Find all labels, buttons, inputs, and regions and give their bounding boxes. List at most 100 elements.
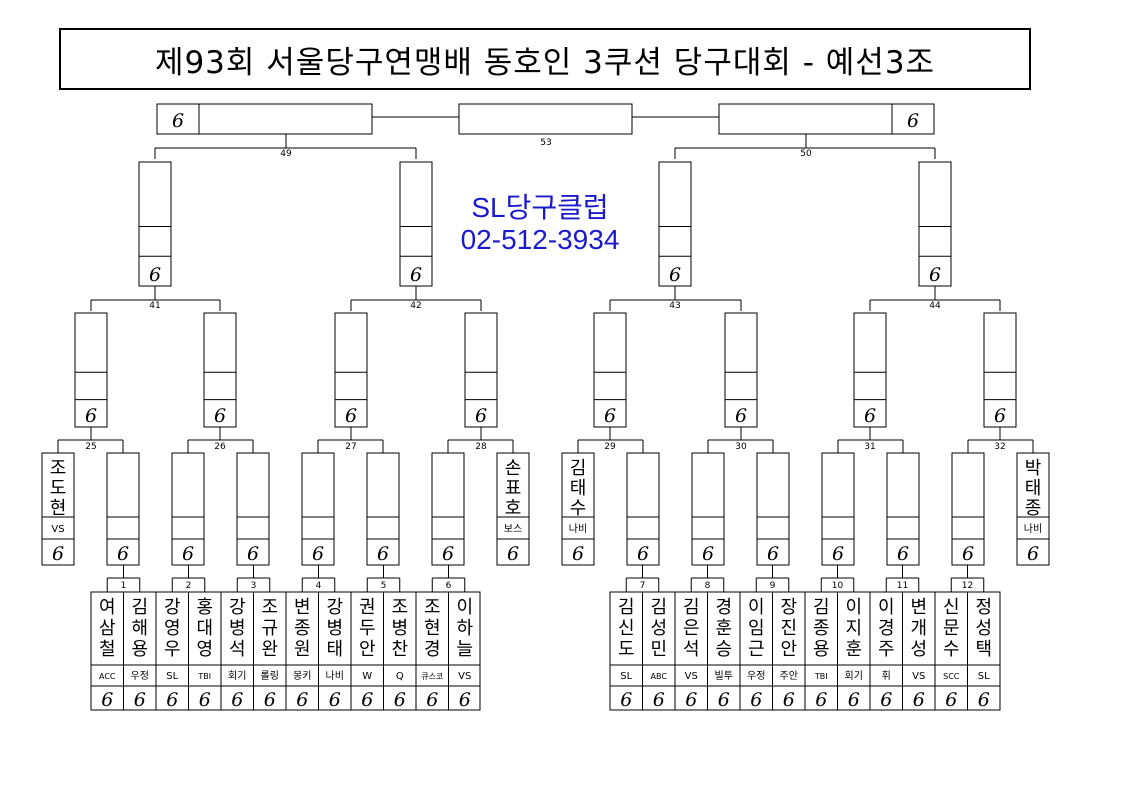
player-name: 정 bbox=[975, 597, 992, 618]
player-name: 임 bbox=[748, 618, 765, 639]
round16-slot-5 bbox=[593, 312, 627, 428]
opening-winner-slot-8 bbox=[691, 452, 725, 566]
match-number-r2: 26 bbox=[214, 442, 226, 452]
quarter-slot-4-score: 6 bbox=[929, 264, 941, 286]
bye-player-name: 조 bbox=[50, 458, 67, 479]
player-name: 이 bbox=[456, 597, 473, 618]
match-number-r4: 28 bbox=[475, 442, 487, 452]
player-name: 훈 bbox=[715, 618, 732, 639]
player-name: 도 bbox=[618, 639, 635, 660]
bye-slot-1 bbox=[41, 452, 75, 566]
player-club: SCC bbox=[943, 672, 960, 681]
player-name: 석 bbox=[229, 639, 246, 660]
player-name: 지 bbox=[845, 618, 862, 639]
player-score: 6 bbox=[685, 689, 697, 711]
match-number-opening: 1 bbox=[121, 581, 127, 591]
player-score: 6 bbox=[329, 689, 341, 711]
bye-score: 6 bbox=[52, 543, 64, 565]
match-number-opening: 8 bbox=[705, 581, 711, 591]
player-score: 6 bbox=[199, 689, 211, 711]
player-name: 늘 bbox=[456, 639, 473, 660]
player-name: 경 bbox=[424, 639, 441, 660]
player-score: 6 bbox=[880, 689, 892, 711]
player-name: 택 bbox=[975, 639, 992, 660]
player-club: VS bbox=[912, 671, 925, 682]
player-score: 6 bbox=[718, 689, 730, 711]
player-name: 찬 bbox=[391, 639, 408, 660]
player-name: 두 bbox=[359, 618, 376, 639]
player-club: VS bbox=[458, 671, 471, 682]
player-name: 김 bbox=[618, 597, 635, 618]
player-name: 김 bbox=[650, 597, 667, 618]
player-name: 홍 bbox=[196, 597, 213, 618]
player-score: 6 bbox=[426, 689, 438, 711]
title-box: 제93회 서울당구연맹배 동호인 3쿠션 당구대회 - 예선3조 bbox=[59, 28, 1031, 90]
bye-player-name: 태 bbox=[570, 478, 587, 499]
player-name: 은 bbox=[683, 618, 700, 639]
player-club: 주안 bbox=[780, 670, 798, 682]
player-club: 나비 bbox=[326, 670, 344, 682]
match-number-opening: 2 bbox=[186, 581, 192, 591]
player-score: 6 bbox=[783, 689, 795, 711]
player-score: 6 bbox=[231, 689, 243, 711]
player-score: 6 bbox=[978, 689, 990, 711]
round16-slot-5-score: 6 bbox=[604, 405, 616, 427]
player-name: 해 bbox=[131, 618, 148, 639]
player-name: 철 bbox=[99, 639, 116, 660]
bye-slot-3 bbox=[561, 452, 595, 566]
page-title: 제93회 서울당구연맹배 동호인 3쿠션 당구대회 - 예선3조 bbox=[154, 44, 936, 81]
bye-score: 6 bbox=[507, 543, 519, 565]
opening-winner-slot-10 bbox=[821, 452, 855, 566]
player-name: 대 bbox=[196, 618, 213, 639]
bye-player-name: 태 bbox=[1025, 478, 1042, 499]
player-club: ABC bbox=[651, 672, 668, 681]
player-score: 6 bbox=[848, 689, 860, 711]
opening-winner-score: 6 bbox=[832, 543, 844, 565]
bye-player-club: 나비 bbox=[1024, 523, 1042, 535]
quarter-slot-4 bbox=[918, 161, 952, 287]
player-name: 김 bbox=[131, 597, 148, 618]
player-name: 삼 bbox=[99, 618, 116, 639]
match-number-r7: 31 bbox=[864, 442, 875, 452]
round16-slot-7-score: 6 bbox=[864, 405, 876, 427]
opening-winner-score: 6 bbox=[767, 543, 779, 565]
player-name: 조 bbox=[261, 597, 278, 618]
player-name: 신 bbox=[618, 618, 635, 639]
player-name: 종 bbox=[813, 618, 830, 639]
player-name: 안 bbox=[359, 639, 376, 660]
player-score: 6 bbox=[394, 689, 406, 711]
bye-score: 6 bbox=[1027, 543, 1039, 565]
player-club: SL bbox=[978, 671, 990, 682]
opening-winner-slot-3 bbox=[236, 452, 270, 566]
player-name: 경 bbox=[878, 618, 895, 639]
player-score: 6 bbox=[815, 689, 827, 711]
bye-player-name: 손 bbox=[505, 458, 522, 479]
sponsor-phone: 02-512-3934 bbox=[460, 224, 620, 255]
player-name: 민 bbox=[650, 639, 667, 660]
match-number-r5: 29 bbox=[604, 442, 616, 452]
opening-winner-score: 6 bbox=[117, 543, 129, 565]
opening-winner-score: 6 bbox=[442, 543, 454, 565]
player-name: 권 bbox=[359, 597, 376, 618]
round16-slot-6-score: 6 bbox=[735, 405, 747, 427]
player-name: 우 bbox=[164, 639, 181, 660]
round16-slot-7 bbox=[853, 312, 887, 428]
match-number-final: 53 bbox=[540, 138, 551, 148]
match-number-q4: 44 bbox=[929, 301, 941, 311]
match-number-opening: 3 bbox=[251, 581, 257, 591]
bye-player-name: 종 bbox=[1025, 498, 1042, 519]
final-score-right: 6 bbox=[907, 110, 919, 132]
player-score: 6 bbox=[459, 689, 471, 711]
quarter-slot-1 bbox=[138, 161, 172, 287]
player-club: SL bbox=[166, 671, 178, 682]
player-name: 주 bbox=[878, 639, 895, 660]
bye-player-club: VS bbox=[51, 524, 64, 535]
match-number-r8: 32 bbox=[994, 442, 1005, 452]
player-name: 병 bbox=[229, 618, 246, 639]
player-name: 변 bbox=[294, 597, 311, 618]
player-name: 변 bbox=[910, 597, 927, 618]
player-name: 완 bbox=[261, 639, 278, 660]
player-name: 수 bbox=[943, 639, 960, 660]
match-number-opening: 5 bbox=[381, 581, 387, 591]
player-club: Q bbox=[396, 671, 404, 682]
